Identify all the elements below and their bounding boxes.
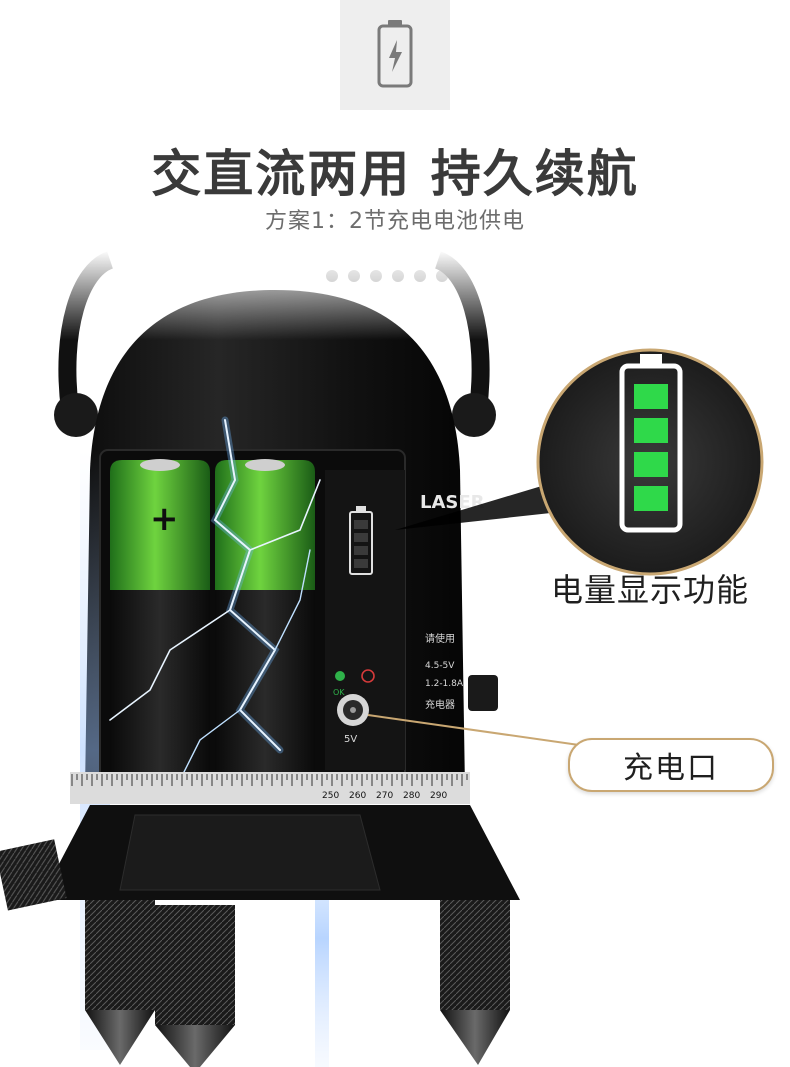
warning-led-icon <box>361 669 375 683</box>
port-label: 5V <box>344 734 357 745</box>
laser-level-illustration: + LASER 请使用 4.5-5V 1.2-1.8A 充电器 OK 5V 25… <box>0 250 764 1067</box>
subheadline: 方案1：2节充电电池供电 <box>265 209 525 234</box>
panel-line-3: 1.2-1.8A <box>425 679 464 689</box>
charge-port-callout: 充电口 <box>568 738 774 792</box>
battery-icon-tile <box>340 0 450 110</box>
scale-tick-label: 270 <box>376 791 393 801</box>
battery-full-icon <box>619 354 683 533</box>
scale-tick-label: 290 <box>430 791 447 801</box>
battery-charging-icon <box>377 20 413 88</box>
tripod-leg-right <box>440 900 510 1065</box>
tripod-leg-middle <box>155 905 235 1067</box>
battery-cell-left: + <box>110 459 210 780</box>
panel-line-1: 请使用 <box>425 632 455 645</box>
scale-tick-label: 260 <box>349 791 366 801</box>
lightning-effect <box>109 416 321 781</box>
brand-text: LASER <box>420 492 485 513</box>
ok-led-icon <box>335 671 345 681</box>
panel-line-2: 4.5-5V <box>425 661 455 671</box>
scale-tick-label: 280 <box>403 791 420 801</box>
tripod-leg-left <box>85 900 155 1065</box>
scale-tick-label: 250 <box>322 791 339 801</box>
scale-ring: 250 260 270 280 290 <box>71 774 468 801</box>
svg-text:+: + <box>150 499 179 539</box>
ok-label: OK <box>333 688 345 697</box>
battery-cell-right <box>215 459 315 780</box>
headline: 交直流两用 持久续航 <box>151 145 639 203</box>
panel-line-4: 充电器 <box>425 698 455 711</box>
battery-display-label: 电量显示功能 <box>550 571 749 609</box>
battery-level-indicator <box>349 506 373 575</box>
